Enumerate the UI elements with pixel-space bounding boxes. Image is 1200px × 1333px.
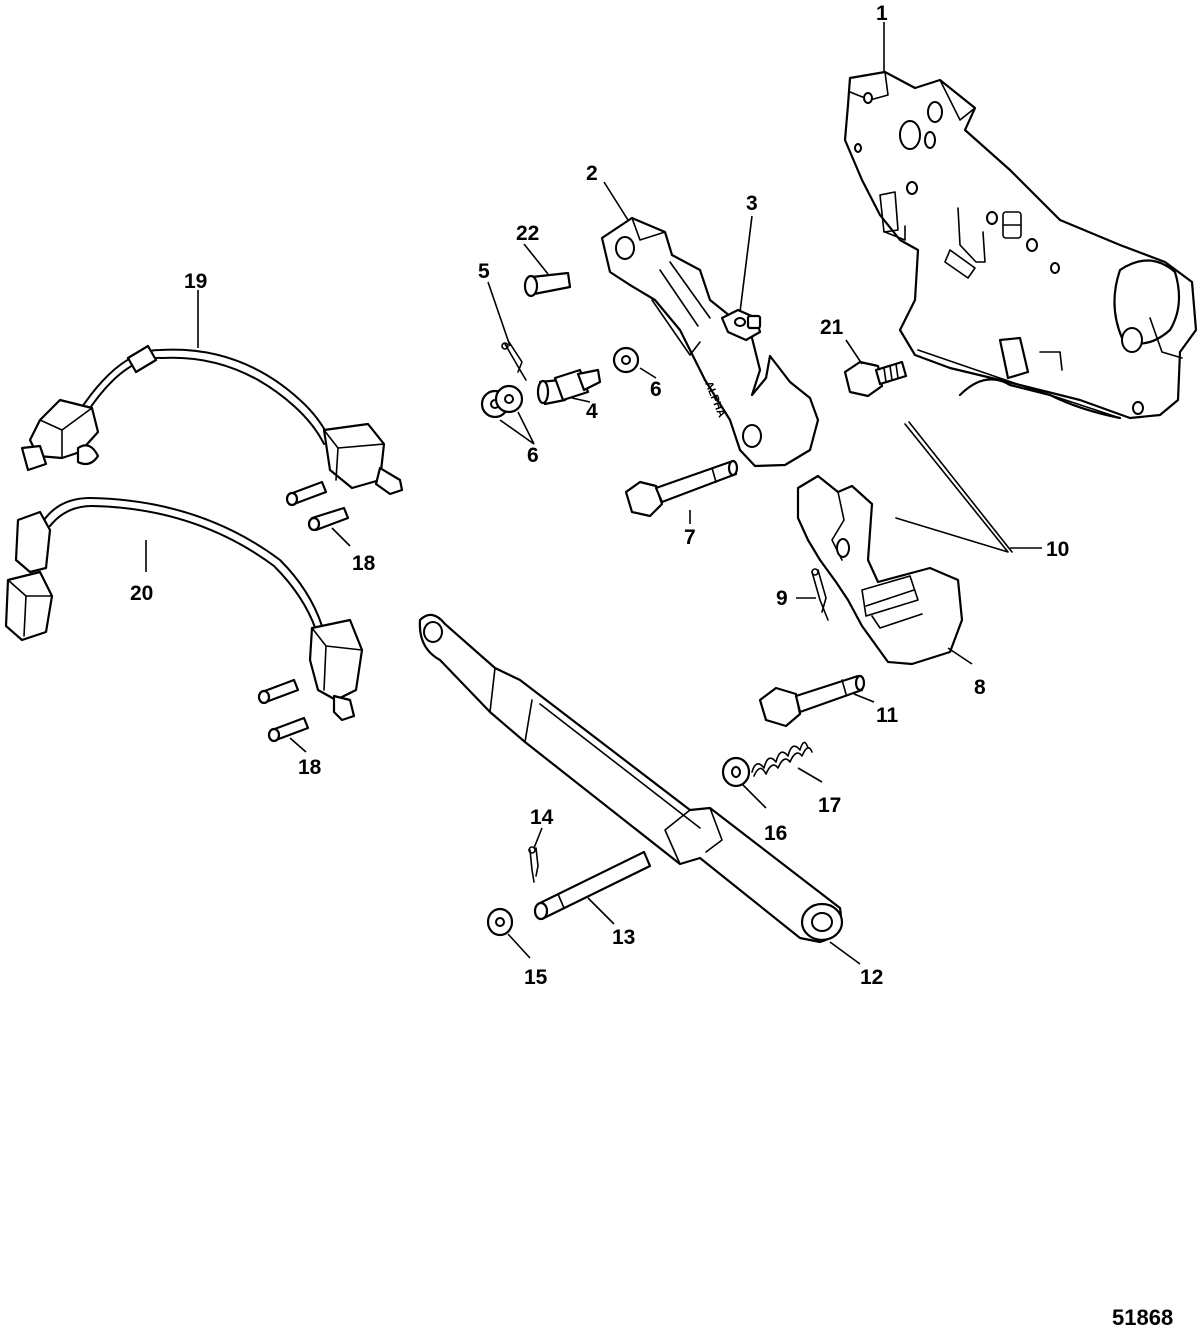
callout-6-left: 6 [527,444,539,467]
pin-13 [533,850,652,921]
callout-18-lower-text: 18 [298,756,322,779]
callout-7: 7 [684,526,696,549]
callout-8: 8 [974,676,986,699]
screws-upper [285,480,350,532]
callout-22: 22 [516,222,539,245]
figure-number: 51868 [1112,1305,1173,1330]
cotter-pin-9 [811,568,829,621]
callout-17: 17 [818,794,841,817]
callout-12: 12 [860,966,883,989]
callout-6-right: 6 [650,378,662,401]
clevis-pin [523,271,572,298]
callout-5: 5 [478,260,490,283]
washer-16 [721,756,751,788]
callout-13: 13 [612,926,635,949]
callout-20: 20 [130,582,153,605]
shoulder-bolt-7 [624,459,739,518]
pivot-stud [536,368,602,406]
washer-right [612,346,640,374]
callout-11: 11 [876,704,899,727]
callout-9-text: 9 [776,587,788,610]
callout-14: 14 [530,806,554,829]
washer-15 [486,907,514,937]
callout-10: 10 [1046,538,1069,561]
hex-bolt-21 [843,360,908,398]
link-rod [895,421,1013,553]
callout-3: 3 [746,192,758,215]
callout-18-upper: 18 [352,552,376,575]
callout-21: 21 [820,316,844,339]
callout-1: 1 [876,2,888,25]
neutral-switch-harness-upper [20,344,404,496]
neutral-switch-harness-lower [4,496,364,722]
shoulder-bolt-11 [758,674,866,728]
stud-plate [720,308,762,342]
shift-lever-bracket: ALPHA [600,216,820,468]
screws-lower [257,678,310,743]
callout-15: 15 [524,966,548,989]
shift-actuator [796,474,964,666]
callout-16: 16 [764,822,787,845]
washer-pair [480,384,524,419]
spring [751,741,813,777]
cotter-pin-upper [501,341,527,381]
callout-4: 4 [586,400,598,423]
cotter-pin-14 [528,846,539,883]
mounting-plate [843,70,1198,420]
callout-2: 2 [586,162,598,185]
shift-rail [418,613,844,944]
callout-19: 19 [184,270,207,293]
